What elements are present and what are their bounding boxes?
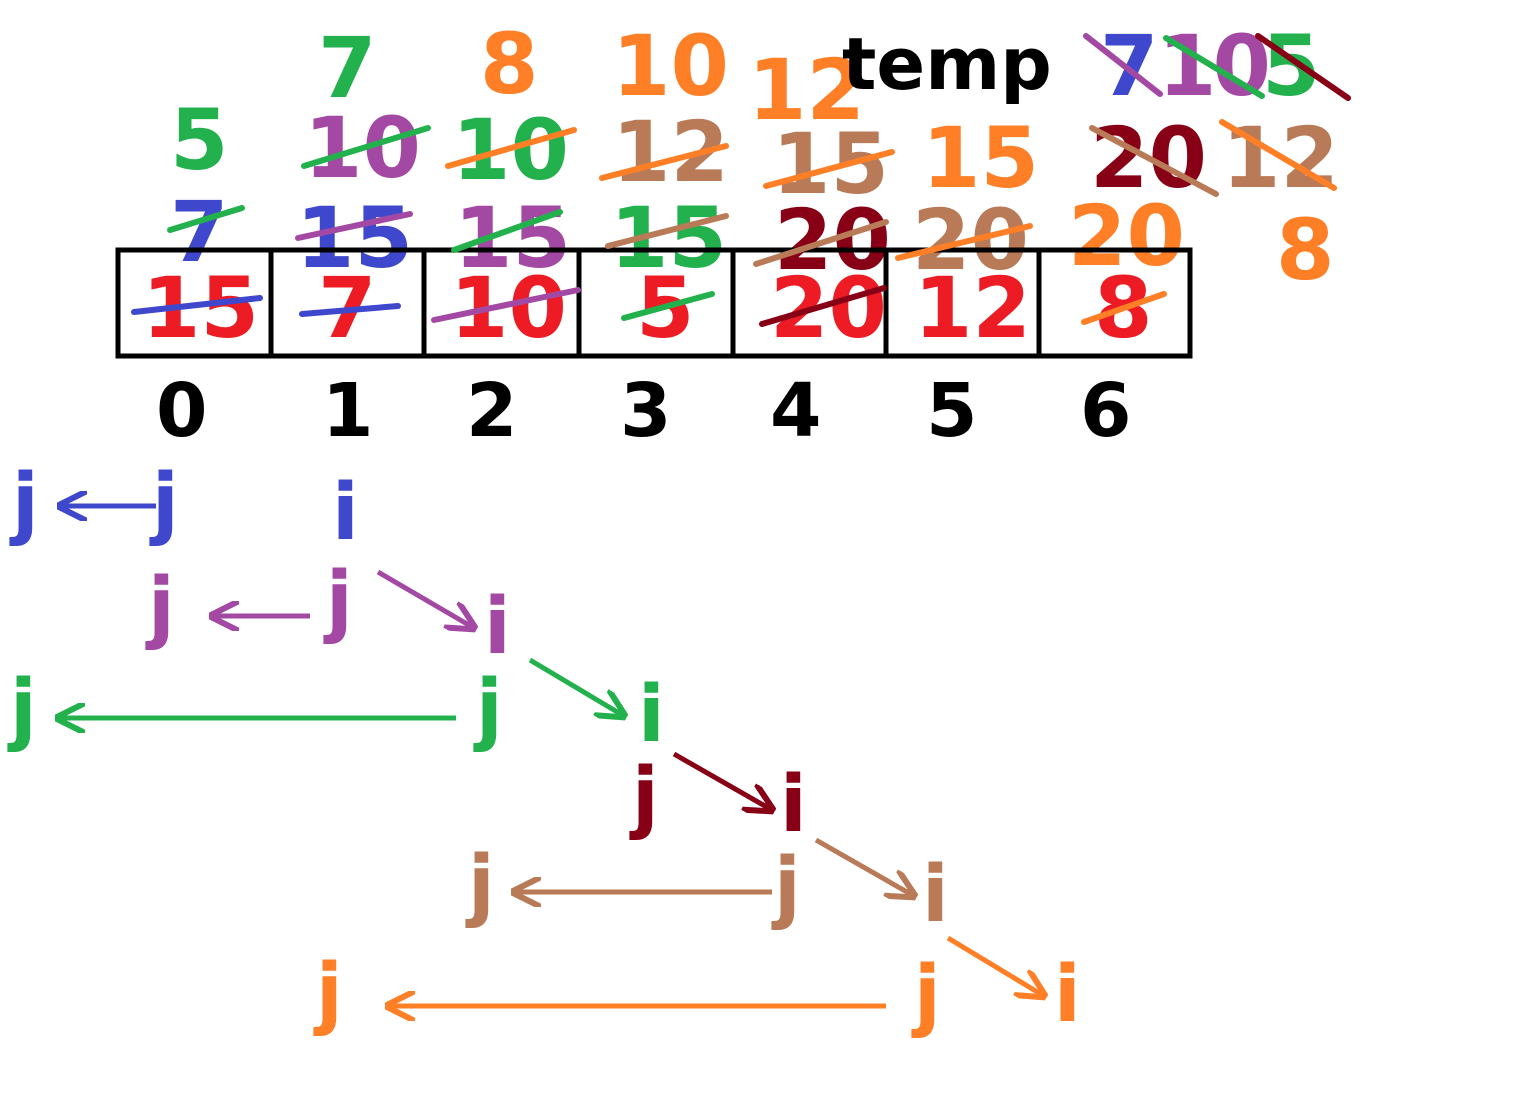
index-label: 2 (466, 368, 518, 454)
index-label: 1 (322, 368, 374, 454)
temp-label: temp (842, 22, 1052, 106)
pointer-i: i (922, 850, 949, 940)
pointer-j: j (148, 562, 175, 652)
array-cell-value: 20 (770, 259, 887, 357)
pointer-j: j (326, 556, 353, 646)
row3-value: 12 (748, 41, 865, 139)
index-label: 0 (156, 368, 208, 454)
pointer-i: i (780, 760, 807, 850)
pointer-j: j (632, 752, 659, 842)
pointer-j: j (476, 664, 503, 754)
pointer-j: j (152, 458, 179, 548)
index-label: 3 (620, 368, 672, 454)
row1-value: 7 (170, 183, 229, 281)
pointer-j: j (774, 842, 801, 932)
row3-value: 8 (480, 15, 539, 113)
row2-value: 15 (922, 109, 1039, 207)
index-label: 6 (1080, 368, 1132, 454)
pointer-j: j (316, 948, 343, 1038)
row1-value: 15 (296, 189, 413, 287)
temp-value: 8 (1276, 201, 1335, 299)
pointer-j: j (468, 840, 495, 930)
temp-value: 5 (1262, 17, 1321, 115)
row2-value: 5 (170, 91, 229, 189)
index-label: 5 (926, 368, 978, 454)
array-cell-value: 10 (450, 259, 567, 357)
pointer-j: j (12, 458, 39, 548)
index-label: 4 (770, 368, 822, 454)
pointer-i: i (1054, 950, 1081, 1040)
pointer-j: j (914, 950, 941, 1040)
row1-value: 15 (454, 189, 571, 287)
row3-value: 10 (612, 17, 729, 115)
pointer-i: i (484, 582, 511, 672)
row2-value: 15 (772, 115, 889, 213)
pointer-j: j (10, 664, 37, 754)
temp-value: 7 (1100, 17, 1159, 115)
pointer-i: i (638, 670, 665, 760)
row1-value: 20 (1068, 187, 1185, 285)
array-cell-value: 12 (914, 259, 1031, 357)
pointer-i: i (332, 468, 359, 558)
row3-value: 7 (318, 19, 377, 117)
